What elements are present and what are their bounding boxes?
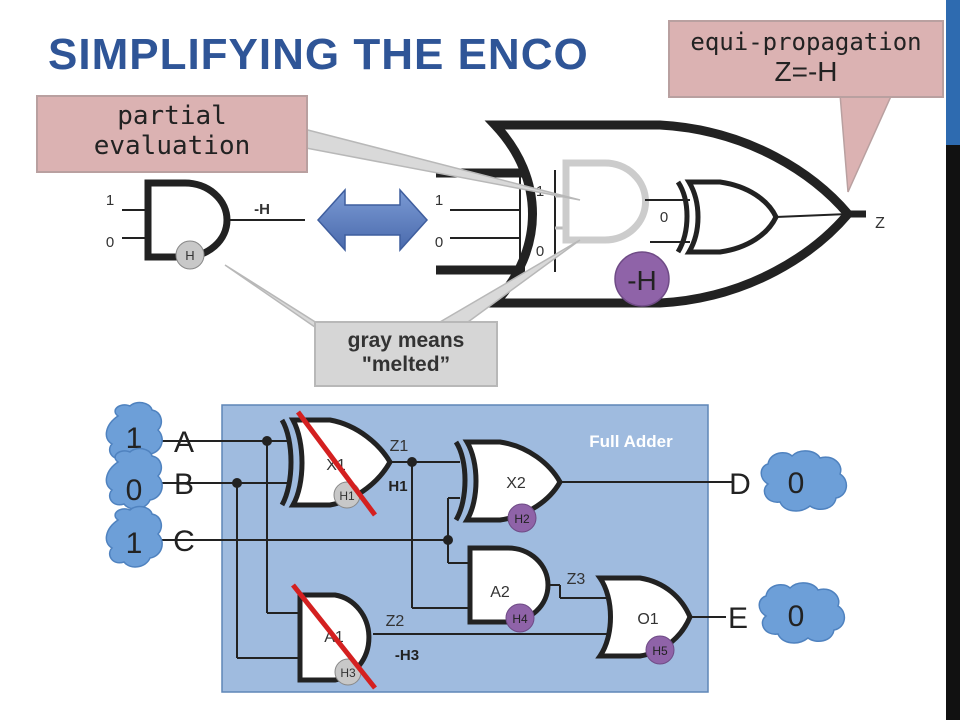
right-edge-accent bbox=[946, 0, 960, 145]
big-gate-output: Z bbox=[875, 215, 885, 232]
full-adder-title: Full Adder bbox=[589, 432, 673, 451]
left-input-bottom: 0 bbox=[106, 234, 114, 251]
gate-a2-sub: H4 bbox=[512, 612, 528, 626]
wire-label-h1: H1 bbox=[388, 478, 407, 495]
gray-means-line2: "melted” bbox=[361, 353, 451, 376]
wire-label-z3: Z3 bbox=[567, 571, 586, 588]
middle-input-top: 1 bbox=[435, 192, 443, 209]
partial-evaluation-line2: evaluation bbox=[93, 131, 251, 161]
cloud-e-value: 0 bbox=[788, 600, 805, 633]
slide-title: SIMPLIFYING THE ENCO bbox=[48, 30, 589, 79]
equi-propagation-line2: Z=-H bbox=[774, 56, 838, 87]
equi-propagation-pointer bbox=[839, 93, 894, 193]
output-d-label: D bbox=[729, 468, 751, 501]
cloud-a-value: 1 bbox=[126, 422, 143, 455]
gate-o1-sub: H5 bbox=[652, 644, 668, 658]
big-and-input-bottom: 0 bbox=[536, 243, 544, 260]
partial-evaluation-callout: partial evaluation bbox=[36, 95, 308, 173]
wire-label-z2: Z2 bbox=[386, 613, 405, 630]
neg-h-badge: -H bbox=[627, 265, 657, 296]
cloud-e: 0 bbox=[758, 582, 846, 644]
cloud-d-value: 0 bbox=[788, 467, 805, 500]
gate-a2: A2 H4 bbox=[467, 545, 551, 633]
left-output-label: -H bbox=[254, 201, 270, 218]
strike-a1 bbox=[291, 583, 377, 690]
right-edge-bar bbox=[946, 0, 960, 720]
gate-a1-sub: H3 bbox=[340, 666, 356, 680]
gate-x2-label: X2 bbox=[506, 475, 526, 492]
output-e-label: E bbox=[728, 602, 748, 635]
cloud-c-value: 1 bbox=[126, 527, 143, 560]
gray-means-line1: gray means bbox=[347, 329, 465, 352]
big-or-gate: Z 1 0 0 -H bbox=[436, 120, 885, 308]
strike-x1 bbox=[295, 410, 378, 517]
partial-evaluation-line1: partial bbox=[117, 101, 227, 131]
gate-o1-label: O1 bbox=[637, 611, 658, 628]
left-input-top: 1 bbox=[106, 192, 114, 209]
equi-propagation-line1: equi-propagation bbox=[690, 28, 922, 56]
cloud-c: 1 bbox=[105, 505, 163, 568]
gate-x2-sub: H2 bbox=[514, 512, 530, 526]
gate-x2: X2 H2 bbox=[453, 439, 563, 533]
middle-input-bottom: 0 bbox=[435, 234, 443, 251]
left-gate-label: H bbox=[185, 248, 194, 263]
wire-label-neg-h3: -H3 bbox=[395, 647, 419, 664]
xor-input-label: 0 bbox=[660, 209, 668, 226]
wire-label-z1: Z1 bbox=[390, 438, 409, 455]
cloud-d: 0 bbox=[760, 450, 848, 512]
gate-o1: O1 H5 bbox=[595, 575, 693, 665]
cloud-b: 0 bbox=[105, 447, 163, 510]
equi-propagation-callout: equi-propagation Z=-H bbox=[668, 20, 944, 98]
input-b-label: B bbox=[174, 468, 194, 501]
gray-means-callout: gray means "melted” bbox=[314, 321, 498, 387]
input-c-label: C bbox=[173, 525, 195, 558]
cloud-b-value: 0 bbox=[126, 474, 143, 507]
wire-junctions bbox=[232, 436, 453, 545]
left-and-gate: H 1 0 -H bbox=[106, 179, 305, 270]
cloud-a: 1 bbox=[105, 401, 163, 464]
double-arrow-icon bbox=[316, 188, 429, 252]
input-a-label: A bbox=[174, 426, 194, 459]
gate-a2-label: A2 bbox=[490, 584, 510, 601]
gate-x1-sub: H1 bbox=[339, 489, 355, 503]
